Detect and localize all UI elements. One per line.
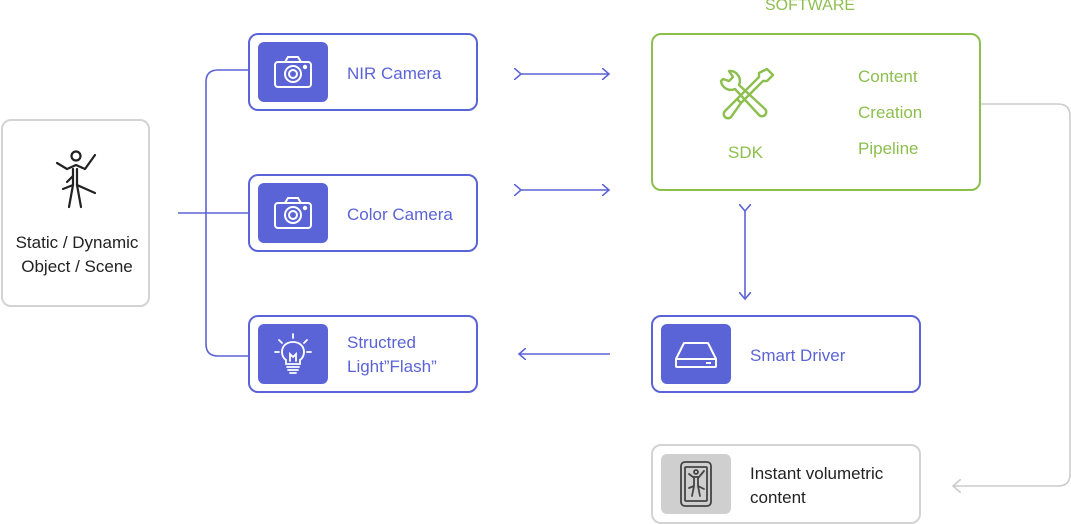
light-bulb-icon [274, 333, 312, 374]
volumetric-line1: Instant volumetric [750, 464, 884, 483]
drive-icon-tile [661, 324, 731, 384]
smart-driver-box: Smart Driver [651, 315, 921, 393]
volumetric-label: Instant volumetric content [750, 462, 883, 510]
camera-icon [274, 56, 312, 88]
phone-dancer-icon [680, 461, 712, 507]
structured-light-line1: Structred [347, 333, 416, 352]
structured-light-label: Structred Light”Flash” [347, 331, 437, 379]
source-box: Static / Dynamic Object / Scene [1, 119, 150, 307]
sdk-label: SDK [728, 143, 763, 162]
pipeline-line-1: Content [858, 67, 918, 86]
source-label: Static / Dynamic Object / Scene [11, 231, 143, 279]
dancer-icon [55, 150, 97, 209]
volumetric-line2: content [750, 488, 806, 507]
pipeline-line-3: Pipeline [858, 139, 919, 158]
color-camera-icon-tile [258, 183, 328, 243]
nir-camera-label: NIR Camera [347, 64, 442, 83]
software-title: SOFTWARE [765, 0, 856, 14]
smart-driver-label: Smart Driver [750, 346, 846, 365]
color-camera-box: Color Camera [248, 174, 478, 252]
volumetric-box: Instant volumetric content [651, 444, 921, 524]
volumetric-icon-tile [661, 454, 731, 514]
nir-camera-icon-tile [258, 42, 328, 102]
source-label-line2: Object / Scene [21, 257, 133, 276]
sdk-box: SDK Content Creation Pipeline [651, 33, 981, 191]
pipeline-line-2: Creation [858, 103, 923, 122]
source-label-line1: Static / Dynamic [15, 233, 139, 252]
drive-icon [675, 342, 717, 368]
structured-light-line2: Light”Flash” [347, 357, 437, 376]
structured-light-box: Structred Light”Flash” [248, 315, 478, 393]
color-camera-label: Color Camera [347, 205, 453, 224]
tools-icon [719, 67, 775, 120]
nir-camera-box: NIR Camera [248, 33, 478, 111]
light-icon-tile [258, 324, 328, 384]
camera-icon [274, 197, 312, 229]
output-arrow [954, 103, 1071, 486]
